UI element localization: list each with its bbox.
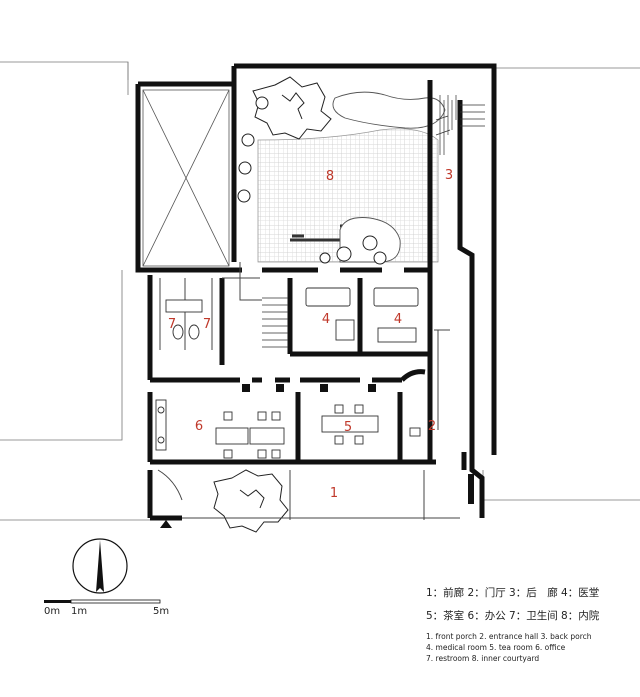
furniture — [155, 287, 421, 459]
tree-icon — [252, 76, 332, 140]
legend-en-line-1: 1. front porch 2. entrance hall 3. back … — [426, 632, 592, 641]
legend-en-line-3: 7. restroom 8. inner courtyard — [426, 654, 540, 663]
columns — [242, 384, 474, 504]
legend-cn-line-1: 1：前廊 2：门厅 3：后 廊 4：医堂 — [426, 587, 600, 599]
room-number-r4a: 4 — [322, 312, 330, 327]
back-porch-steps — [460, 104, 485, 127]
legend-en-line-2: 4. medical room 5. tea room 6. office — [426, 643, 566, 652]
room-number-r7b: 7 — [203, 317, 211, 332]
room-number-r6: 6 — [195, 419, 203, 434]
legend-cn-line-2: 5：茶室 6：办公 7：卫生间 8：内院 — [426, 610, 600, 622]
scale-label-0: 0m — [44, 606, 60, 617]
walls — [135, 63, 497, 521]
scale-label-5: 5m — [153, 606, 169, 617]
north-arrow-icon — [72, 538, 128, 594]
thin-walls — [157, 262, 460, 520]
room-number-r2: 2 — [428, 419, 436, 434]
tree-icon — [213, 469, 289, 533]
void-cross — [142, 89, 230, 267]
room-number-r7a: 7 — [168, 317, 176, 332]
scale-bar: 0m 1m 5m — [44, 599, 169, 617]
room-number-r5: 5 — [344, 420, 352, 435]
room-labels: 8 3 7 7 4 4 6 5 2 1 — [168, 168, 453, 501]
stairs — [262, 297, 288, 348]
room-number-r1: 1 — [330, 486, 338, 501]
courtyard-stream — [332, 91, 446, 129]
room-number-r4b: 4 — [394, 312, 402, 327]
entrance-arrow-icon — [160, 520, 172, 528]
shrub-icon — [237, 133, 387, 265]
room-number-r3: 3 — [445, 168, 453, 183]
room-number-r8: 8 — [326, 169, 334, 184]
scale-label-1: 1m — [71, 606, 87, 617]
bamboo-icon — [435, 95, 457, 155]
